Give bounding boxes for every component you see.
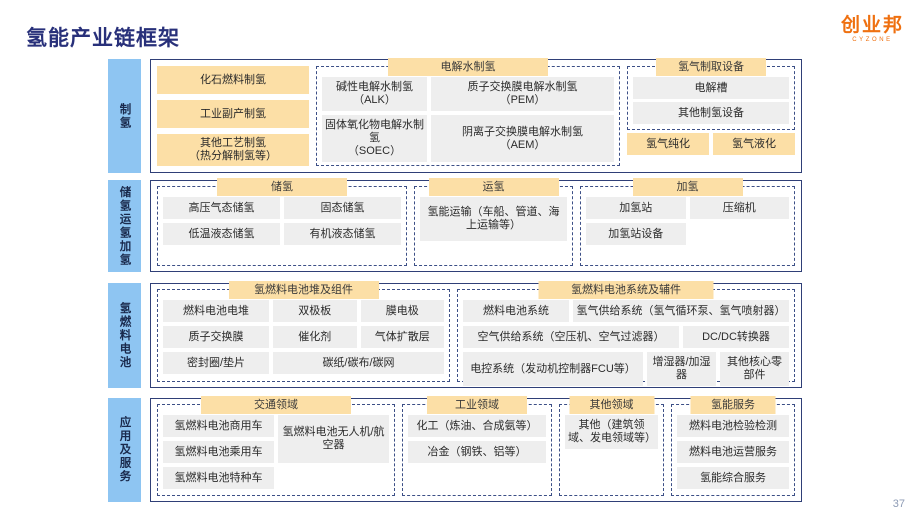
group-title-hydrogen-refueling: 加氢 — [632, 178, 743, 196]
cell-metallurgy: 冶金（钢铁、铝等） — [408, 441, 546, 463]
row-tab-production: 制氢 — [108, 59, 141, 173]
cell-alk: 碱性电解水制氢（ALK） — [322, 77, 427, 111]
cell-seal-gasket: 密封圈/垫片 — [163, 352, 269, 374]
page-title: 氢能产业链框架 — [26, 27, 180, 50]
cell-refueling-spacer — [690, 223, 790, 245]
group-title-hydrogen-equipment: 氢气制取设备 — [656, 58, 766, 76]
cell-other-fields: 其他（建筑领域、发电领域等） — [565, 415, 658, 449]
cell-pem: 质子交换膜电解水制氢（PEM） — [431, 77, 614, 111]
cell-fc-operation-service: 燃料电池运营服务 — [677, 441, 789, 463]
cell-refueling-station: 加氢站 — [586, 197, 686, 219]
group-title-hydrogen-transport: 运氢 — [428, 178, 559, 196]
cell-fossil-1: 化石燃料制氢 — [157, 66, 309, 94]
cell-aem: 阴离子交换膜电解水制氢（AEM） — [431, 115, 614, 162]
group-industrial-field: 工业领域 化工（炼油、合成氨等） 冶金（钢铁、铝等） — [402, 396, 552, 496]
cell-bipolar-plate: 双极板 — [273, 300, 357, 322]
cell-hydrogen-transport: 氢能运输（车船、管道、海上运输等） — [420, 197, 567, 241]
group-title-fuel-cell-stack: 氢燃料电池堆及组件 — [228, 281, 379, 299]
cell-other-core-components: 其他核心零部件 — [720, 352, 789, 386]
cell-air-supply-system: 空气供给系统（空压机、空气过滤器） — [463, 326, 679, 348]
row-applications-services: 应用及服务 交通领域 氢燃料电池商用车 氢燃料电池船舶 氢燃料电池乘用车 氢燃料… — [108, 396, 802, 502]
cell-refueling-station-equipment: 加氢站设备 — [586, 223, 686, 245]
cell-hydrogen-purification: 氢气纯化 — [627, 133, 709, 155]
group-title-other-field: 其他领域 — [569, 396, 654, 414]
group-fuel-cell-system: 氢燃料电池系统及辅件 燃料电池系统 氢气供给系统（氢气循环泵、氢气喷射器） 空气… — [457, 281, 795, 386]
cell-proton-exchange-membrane: 质子交换膜 — [163, 326, 269, 348]
row-body-production: 化石燃料制氢 工业副产制氢 其他工艺制氢（热分解制氢等） 电解水制氢 碱性电解水… — [150, 58, 802, 173]
cell-fc-commercial-vehicle: 氢燃料电池商用车 — [163, 415, 274, 437]
group-other-field: 其他领域 其他（建筑领域、发电领域等） — [559, 396, 664, 496]
cell-other-spacer — [565, 453, 658, 475]
cell-fc-special-vehicle: 氢燃料电池特种车 — [163, 467, 274, 489]
group-title-water-electrolysis: 电解水制氢 — [388, 58, 548, 76]
cell-high-pressure-gas-storage: 高压气态储氢 — [163, 197, 280, 219]
cell-humidifier: 增湿器/加湿器 — [647, 352, 716, 386]
cell-membrane-electrode: 膜电极 — [360, 300, 444, 322]
group-title-transportation-field: 交通领域 — [201, 396, 351, 414]
group-hydrogen-equipment: 氢气制取设备 电解槽 其他制氢设备 氢气纯化 氢气液化 — [627, 58, 795, 166]
row-fuel-cell: 氢燃料电池 氢燃料电池堆及组件 燃料电池电堆 双极板 膜电极 质子交换膜 催化剂… — [108, 281, 802, 388]
group-transportation-field: 交通领域 氢燃料电池商用车 氢燃料电池船舶 氢燃料电池乘用车 氢燃料电池无人机/… — [157, 396, 395, 496]
group-fossil-fuel: 化石燃料制氢 工业副产制氢 其他工艺制氢（热分解制氢等） — [157, 66, 309, 166]
row-storage-transport-refueling: 储氢运氢加氢 储氢 高压气态储氢 固态储氢 低温液态储氢 有机液态储氢 运氢 氢… — [108, 178, 802, 272]
cell-fc-passenger-vehicle: 氢燃料电池乘用车 — [163, 441, 274, 463]
group-title-fuel-cell-system: 氢燃料电池系统及辅件 — [538, 281, 714, 299]
cell-other-equipment: 其他制氢设备 — [633, 102, 789, 124]
cell-soec: 固体氧化物电解水制氢（SOEC） — [322, 115, 427, 162]
group-hydrogen-services: 氢能服务 燃料电池检验检测 燃料电池运营服务 氢能综合服务 — [671, 396, 795, 496]
group-title-hydrogen-storage: 储氢 — [217, 178, 347, 196]
cell-gas-diffusion-layer: 气体扩散层 — [360, 326, 444, 348]
group-hydrogen-storage: 储氢 高压气态储氢 固态储氢 低温液态储氢 有机液态储氢 — [157, 178, 407, 266]
cell-industry-spacer — [408, 467, 546, 489]
cell-hydrogen-liquefaction: 氢气液化 — [713, 133, 795, 155]
cell-fc-inspection-testing: 燃料电池检验检测 — [677, 415, 789, 437]
cell-hydrogen-comprehensive-service: 氢能综合服务 — [677, 467, 789, 489]
row-body-fuel-cell: 氢燃料电池堆及组件 燃料电池电堆 双极板 膜电极 质子交换膜 催化剂 气体扩散层… — [150, 281, 802, 388]
cell-fc-uav-aircraft: 氢燃料电池无人机/航空器 — [278, 415, 389, 463]
row-tab-applications: 应用及服务 — [108, 398, 141, 502]
cell-fossil-3: 其他工艺制氢（热分解制氢等） — [157, 134, 309, 166]
cell-fc-stack: 燃料电池电堆 — [163, 300, 269, 322]
cell-catalyst: 催化剂 — [273, 326, 357, 348]
cell-compressor: 压缩机 — [689, 197, 789, 219]
cell-dcdc-converter: DC/DC转换器 — [683, 326, 789, 348]
row-body-applications: 交通领域 氢燃料电池商用车 氢燃料电池船舶 氢燃料电池乘用车 氢燃料电池无人机/… — [150, 396, 802, 502]
cell-fuel-cell-system: 燃料电池系统 — [463, 300, 569, 322]
cell-chemical-industry: 化工（炼油、合成氨等） — [408, 415, 546, 437]
cell-traffic-spacer — [278, 467, 389, 489]
row-hydrogen-production: 制氢 化石燃料制氢 工业副产制氢 其他工艺制氢（热分解制氢等） 电解水制氢 碱性… — [108, 58, 802, 173]
brand-logo: 创业邦 CYZONE — [840, 14, 904, 44]
cell-carbon-paper-cloth-mesh: 碳纸/碳布/碳网 — [273, 352, 444, 374]
group-water-electrolysis: 电解水制氢 碱性电解水制氢（ALK） 质子交换膜电解水制氢（PEM） 固体氧化物… — [316, 58, 620, 166]
cell-electrolyzer: 电解槽 — [633, 77, 789, 99]
page-number: 37 — [892, 498, 905, 510]
row-body-storage: 储氢 高压气态储氢 固态储氢 低温液态储氢 有机液态储氢 运氢 氢能运输（车船、… — [150, 178, 802, 272]
cell-cryogenic-liquid-storage: 低温液态储氢 — [163, 223, 280, 245]
cell-solid-storage: 固态储氢 — [284, 197, 401, 219]
brand-logo-en: CYZONE — [852, 37, 893, 43]
row-tab-storage: 储氢运氢加氢 — [108, 180, 141, 272]
group-fuel-cell-stack: 氢燃料电池堆及组件 燃料电池电堆 双极板 膜电极 质子交换膜 催化剂 气体扩散层… — [157, 281, 450, 382]
cell-electronic-control-system: 电控系统（发动机控制器FCU等） — [463, 352, 643, 386]
brand-logo-cn: 创业邦 — [840, 14, 904, 36]
cell-hydrogen-supply-system: 氢气供给系统（氢气循环泵、氢气喷射器） — [573, 300, 789, 322]
cell-fossil-2: 工业副产制氢 — [157, 100, 309, 128]
cell-organic-liquid-storage: 有机液态储氢 — [284, 223, 401, 245]
group-hydrogen-refueling: 加氢 加氢站 压缩机 加氢站设备 — [580, 178, 795, 266]
group-hydrogen-transport: 运氢 氢能运输（车船、管道、海上运输等） — [414, 178, 573, 266]
row-tab-fuel-cell: 氢燃料电池 — [108, 283, 141, 388]
group-title-hydrogen-services: 氢能服务 — [690, 396, 776, 414]
group-title-industrial-field: 工业领域 — [427, 396, 527, 414]
group-hydrogen-equipment-inner: 氢气制取设备 电解槽 其他制氢设备 — [627, 58, 795, 130]
